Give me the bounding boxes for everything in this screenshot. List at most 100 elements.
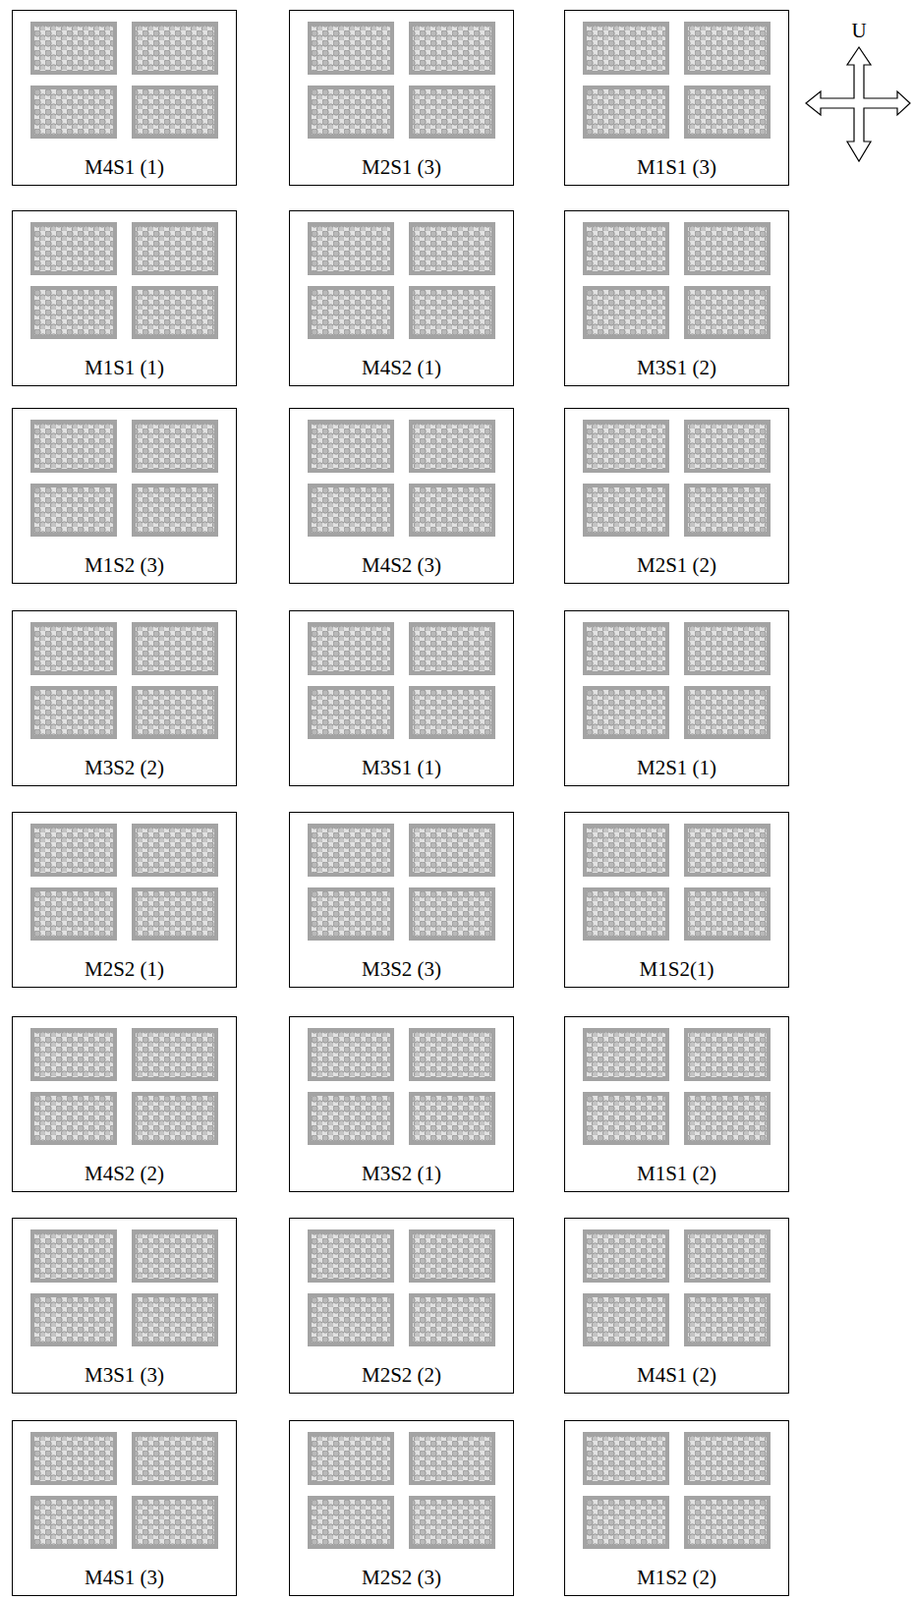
sample-panel: M2S2 (3) [288,1420,515,1597]
sample-plate [410,687,494,738]
direction-label: U [851,18,866,44]
sample-plate [685,889,769,939]
sample-panel: M2S2 (1) [11,811,237,988]
sample-panel: M3S2 (1) [288,1016,515,1193]
sample-plate [133,1231,217,1281]
sample-plate [309,1093,393,1143]
sample-plate [685,1433,769,1484]
sample-plate [133,1029,217,1080]
sample-plate [584,87,668,137]
sample-plate [133,287,217,338]
sample-plate [32,1231,115,1281]
sample-plate [32,23,115,73]
sample-plate [133,687,217,738]
sample-plate [410,1231,494,1281]
sample-plate [309,825,393,875]
sample-label: M1S2(1) [565,957,789,982]
sample-panel: M3S1 (1) [288,610,515,787]
sample-plate [685,224,769,274]
sample-label: M3S2 (1) [289,1161,514,1187]
sample-plate [584,889,668,939]
sample-plate [584,287,668,338]
sample-label: M3S1 (3) [12,1363,236,1388]
sample-plate [32,1433,115,1484]
sample-label: M2S2 (1) [12,957,236,982]
sample-panel: M4S1 (3) [11,1420,237,1597]
sample-label: M2S2 (2) [289,1363,514,1388]
sample-label: M1S2 (3) [12,553,236,578]
sample-plate [309,485,393,535]
sample-plate [685,1295,769,1345]
sample-plate [133,1497,217,1547]
sample-plate [584,1295,668,1345]
sample-plate [685,624,769,674]
sample-plate [584,224,668,274]
sample-plate [685,825,769,875]
sample-plate [32,1093,115,1143]
sample-panel: M3S2 (3) [288,811,515,988]
sample-label: M3S1 (1) [289,755,514,781]
sample-plate [584,687,668,738]
sample-label: M1S1 (1) [12,355,236,381]
sample-plate [410,23,494,73]
sample-plate [410,1295,494,1345]
sample-label: M1S1 (3) [565,155,789,180]
sample-panel: M1S1 (3) [564,9,790,186]
sample-plate [309,287,393,338]
sample-panel: M4S2 (3) [288,407,515,584]
sample-label: M4S2 (2) [12,1161,236,1187]
sample-plate [410,421,494,471]
sample-plate [584,825,668,875]
sample-plate [410,1093,494,1143]
sample-plate [309,23,393,73]
sample-panel: M4S2 (1) [288,210,515,387]
sample-plate [584,485,668,535]
sample-label: M1S2 (2) [565,1565,789,1591]
sample-plate [410,485,494,535]
sample-plate [309,1029,393,1080]
sample-label: M2S1 (3) [289,155,514,180]
sample-label: M4S1 (2) [565,1363,789,1388]
sample-plate [309,1497,393,1547]
sample-panel: M4S1 (2) [564,1217,790,1394]
sample-plate [133,1093,217,1143]
sample-plate [309,1295,393,1345]
sample-plate [309,224,393,274]
sample-plate [32,825,115,875]
sample-plate [584,23,668,73]
sample-plate [584,421,668,471]
sample-label: M2S1 (1) [565,755,789,781]
sample-plate [32,87,115,137]
sample-panel: M2S1 (2) [564,407,790,584]
sample-label: M2S2 (3) [289,1565,514,1591]
sample-label: M1S1 (2) [565,1161,789,1187]
sample-plate [685,421,769,471]
sample-plate [133,889,217,939]
sample-plate [584,1231,668,1281]
sample-panel: M1S2(1) [564,811,790,988]
sample-plate [410,287,494,338]
sample-plate [410,889,494,939]
sample-plate [32,485,115,535]
sample-plate [584,1093,668,1143]
sample-plate [584,1029,668,1080]
sample-label: M3S2 (3) [289,957,514,982]
sample-plate [685,23,769,73]
sample-plate [685,1093,769,1143]
sample-plate [309,1433,393,1484]
sample-plate [133,87,217,137]
sample-plate [410,1497,494,1547]
sample-panel: M1S1 (1) [11,210,237,387]
sample-plate [32,889,115,939]
sample-plate [685,1497,769,1547]
sample-plate [309,889,393,939]
sample-panel: M1S2 (2) [564,1420,790,1597]
sample-plate [32,224,115,274]
direction-compass [805,47,911,162]
sample-panel: M3S1 (3) [11,1217,237,1394]
sample-plate [584,1497,668,1547]
sample-panel: M2S1 (1) [564,610,790,787]
sample-plate [410,624,494,674]
sample-plate [410,825,494,875]
sample-plate [32,421,115,471]
